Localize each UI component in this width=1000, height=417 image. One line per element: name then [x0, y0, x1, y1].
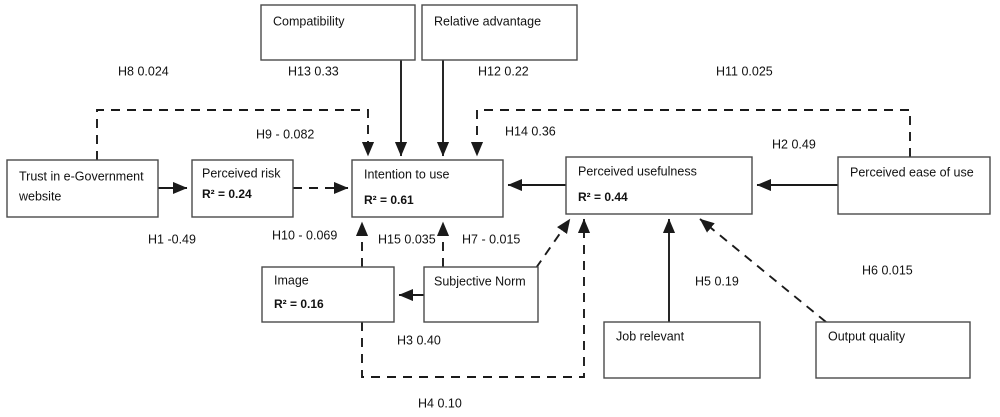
- node-label-trust-line2: website: [18, 189, 61, 203]
- edge-label-h2: H2 0.49: [772, 137, 816, 151]
- edge-h7-usefulness: [535, 218, 571, 269]
- edge-label-h1: H1 -0.49: [148, 232, 196, 246]
- edge-label-h8: H8 0.024: [118, 64, 169, 78]
- edge-h4: [361, 218, 591, 378]
- node-label-perceived-risk: Perceived risk: [202, 166, 281, 180]
- edge-label-h9: H9 - 0.082: [256, 127, 314, 141]
- node-trust-in-egovernment-website[interactable]: Trust in e-Government website: [6, 159, 159, 218]
- edge-label-h7: H7 - 0.015: [462, 232, 520, 246]
- node-r2-perceived-usefulness: R² = 0.44: [578, 190, 628, 204]
- node-r2-perceived-risk: R² = 0.24: [202, 187, 252, 201]
- node-label-job-relevant: Job relevant: [616, 329, 685, 343]
- edge-label-h10: H10 - 0.069: [272, 228, 337, 242]
- edge-h11: [470, 109, 911, 157]
- node-label-intention-to-use: Intention to use: [364, 167, 450, 181]
- node-perceived-ease-of-use[interactable]: Perceived ease of use: [837, 156, 991, 215]
- node-output-quality[interactable]: Output quality: [815, 321, 971, 379]
- node-label-compatibility: Compatibility: [273, 14, 345, 28]
- node-label-trust-line1: Trust in e-Government: [19, 169, 144, 183]
- edge-h6: [699, 218, 827, 323]
- node-relative-advantage[interactable]: Relative advantage: [421, 4, 578, 61]
- node-r2-image: R² = 0.16: [274, 297, 324, 311]
- node-label-relative-advantage: Relative advantage: [434, 14, 541, 28]
- node-perceived-usefulness[interactable]: Perceived usefulness R² = 0.44: [565, 156, 753, 215]
- edge-h8: [96, 109, 375, 160]
- node-label-image: Image: [274, 273, 309, 287]
- edge-label-h11: H11 0.025: [716, 64, 773, 78]
- node-label-output-quality: Output quality: [828, 329, 906, 343]
- edge-label-h12: H12 0.22: [478, 64, 529, 78]
- edge-label-h14: H14 0.36: [505, 124, 556, 138]
- node-compatibility[interactable]: Compatibility: [260, 4, 416, 61]
- node-perceived-risk[interactable]: Perceived risk R² = 0.24: [191, 159, 294, 218]
- node-r2-intention-to-use: R² = 0.61: [364, 193, 414, 207]
- node-image[interactable]: Image R² = 0.16: [261, 266, 395, 323]
- edge-label-h4: H4 0.10: [418, 396, 462, 410]
- node-label-perceived-ease-of-use: Perceived ease of use: [850, 165, 974, 179]
- node-intention-to-use[interactable]: Intention to use R² = 0.61: [351, 159, 504, 218]
- edge-label-h3: H3 0.40: [397, 333, 441, 347]
- node-job-relevant[interactable]: Job relevant: [603, 321, 761, 379]
- node-label-perceived-usefulness: Perceived usefulness: [578, 164, 697, 178]
- edge-label-h6: H6 0.015: [862, 263, 913, 277]
- edge-label-h13: H13 0.33: [288, 64, 339, 78]
- edge-label-h5: H5 0.19: [695, 274, 739, 288]
- node-subjective-norm[interactable]: Subjective Norm: [423, 266, 539, 323]
- node-label-subjective-norm: Subjective Norm: [434, 274, 526, 288]
- edge-label-h15: H15 0.035: [378, 232, 436, 246]
